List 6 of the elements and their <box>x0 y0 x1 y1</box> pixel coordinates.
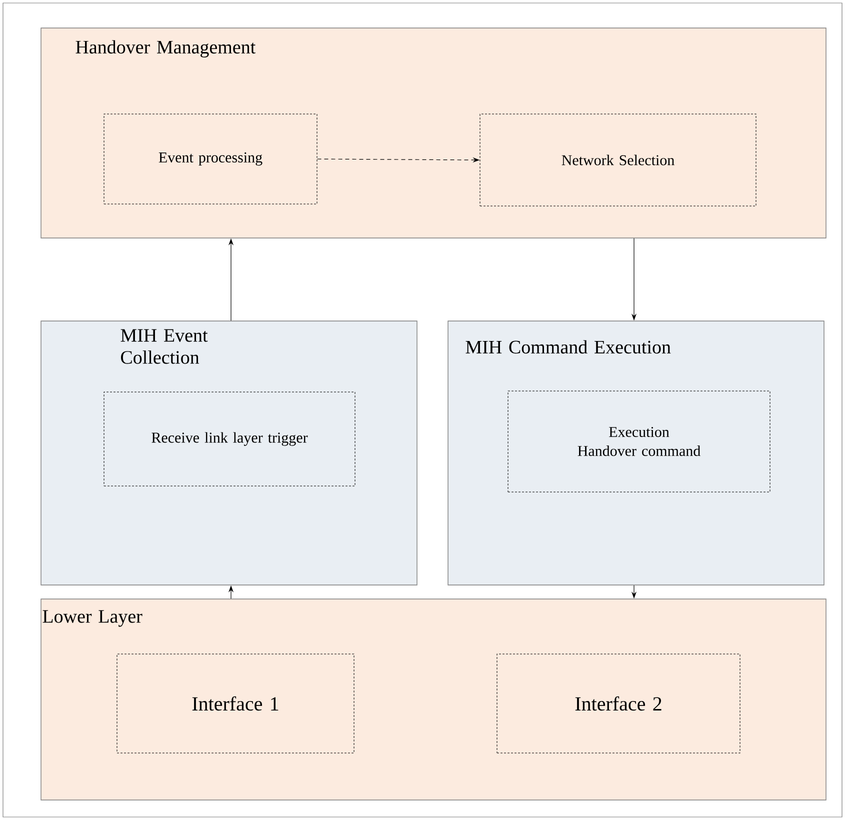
dashed-box: Execution Handover command <box>508 390 770 492</box>
dashed-box: Interface 2 <box>496 654 740 754</box>
dashed-box: Network Selection <box>480 114 756 206</box>
dashed-box: Receive link layer trigger <box>104 392 356 486</box>
dashed-box: Interface 1 <box>116 654 354 754</box>
dashed-box: Event processing <box>104 114 318 204</box>
